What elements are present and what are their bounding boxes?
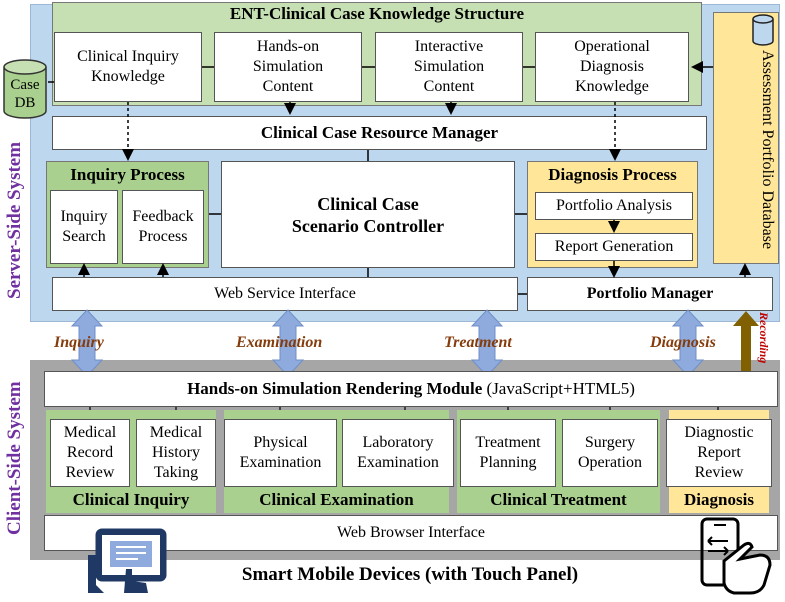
flow-diagnosis-label: Diagnosis — [650, 334, 716, 351]
medical-record-review: Medical Record Review — [50, 419, 130, 487]
flow-treatment-label: Treatment — [444, 334, 512, 351]
flow-examination-label: Examination — [236, 334, 323, 351]
knowledge-interactive-simulation: Interactive Simulation Content — [375, 32, 523, 102]
diagnosis-process-title: Diagnosis Process — [548, 165, 677, 184]
treatment-planning: Treatment Planning — [460, 419, 556, 487]
assessment-portfolio-database — [713, 12, 779, 264]
knowledge-clinical-inquiry: Clinical Inquiry Knowledge — [54, 32, 202, 102]
flow-inquiry-label: Inquiry — [54, 334, 104, 351]
web-service-interface: Web Service Interface — [52, 277, 518, 311]
phone-touch-icon — [694, 515, 778, 597]
knowledge-structure-title: ENT-Clinical Case Knowledge Structure — [229, 4, 525, 23]
group-clinical-examination-label: Clinical Examination — [259, 490, 414, 509]
group-diagnosis-label: Diagnosis — [684, 490, 754, 509]
group-clinical-inquiry-label: Clinical Inquiry — [72, 490, 190, 509]
portfolio-analysis: Portfolio Analysis — [535, 192, 693, 220]
hands-on-simulation-rendering-module: Hands-on Simulation Rendering Module (Ja… — [44, 371, 778, 407]
inquiry-search: Inquiry Search — [50, 190, 118, 264]
physical-examination: Physical Examination — [224, 419, 337, 487]
case-db-icon — [2, 58, 48, 120]
knowledge-operational-diagnosis: Operational Diagnosis Knowledge — [535, 32, 689, 102]
inquiry-process-title: Inquiry Process — [70, 165, 185, 184]
rendering-module-tech: (JavaScript+HTML5) — [486, 379, 635, 398]
feedback-process: Feedback Process — [122, 190, 204, 264]
rendering-module-name: Hands-on Simulation Rendering Module — [187, 379, 483, 398]
laboratory-examination: Laboratory Examination — [342, 419, 454, 487]
portfolio-manager: Portfolio Manager — [527, 277, 773, 311]
footer-caption: Smart Mobile Devices (with Touch Panel) — [241, 564, 579, 585]
report-generation: Report Generation — [535, 233, 693, 261]
tablet-touch-icon — [86, 525, 170, 595]
knowledge-hands-on-simulation: Hands-on Simulation Content — [214, 32, 362, 102]
medical-history-taking: Medical History Taking — [136, 419, 216, 487]
assessment-portfolio-database-label: Assessment Portfolio Database — [759, 50, 776, 250]
flow-recording-label: Recording — [757, 312, 771, 364]
surgery-operation: Surgery Operation — [562, 419, 658, 487]
clinical-case-scenario-controller: Clinical Case Scenario Controller — [221, 161, 515, 268]
database-icon — [751, 14, 775, 46]
case-db-label: Case DB — [10, 77, 40, 111]
clinical-case-resource-manager: Clinical Case Resource Manager — [52, 116, 707, 150]
group-clinical-treatment-label: Clinical Treatment — [490, 490, 627, 509]
web-browser-interface: Web Browser Interface — [44, 515, 778, 551]
diagnostic-report-review: Diagnostic Report Review — [666, 419, 772, 487]
